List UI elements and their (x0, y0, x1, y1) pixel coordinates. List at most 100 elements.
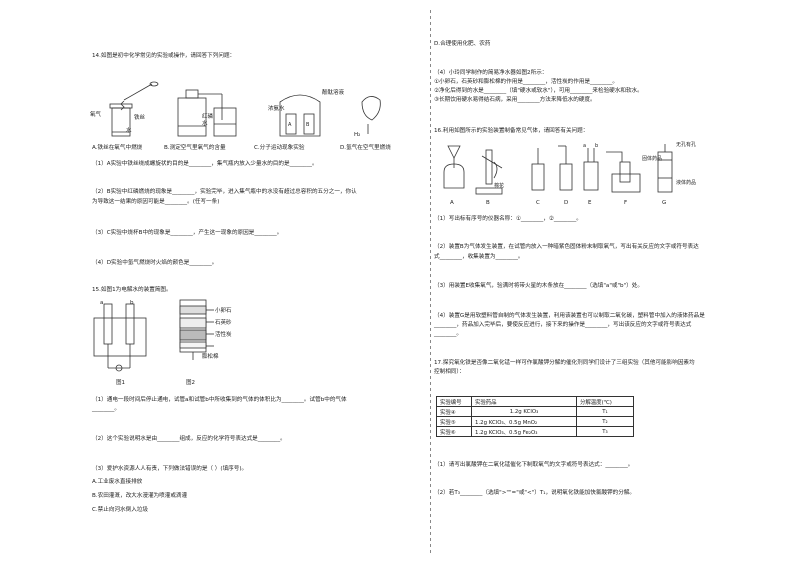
table-cell: 1.2g KClO₃、0.5g Fe₂O₃ (471, 426, 577, 437)
table-cell: T₃ (576, 426, 634, 437)
q4-line-2: ①小卵石，石英砂和膨松棉的作用是________，活性炭的作用是________… (434, 79, 619, 85)
q17-table: 实验编号 实验药品 分解温度(℃) 实验④ 1.2g KClO₃ T₁ 实验⑤ … (436, 396, 634, 437)
table-cell: 1.2g KClO₃ (471, 406, 577, 417)
label-fig2: 图2 (186, 378, 195, 386)
q4-line-3: ②净化后得到的水是________（填"硬水或软水"），可用________来检… (434, 88, 643, 94)
q17-title-2: 控制相同）： (434, 369, 465, 375)
apparatus-c (531, 148, 545, 191)
q15-line-4: （3）爱护水资源人人有责，下列做法错误的是（ ）(填序号)。 (92, 466, 248, 472)
label-cotton-16: 棉花 (494, 182, 504, 189)
label-iron-wire: 铁丝 (134, 113, 146, 121)
figure-water-filter (179, 299, 214, 360)
apparatus-e (583, 148, 599, 191)
q15-option-b: B.农田灌溉，改大水漫灌为喷灌或滴灌 (92, 493, 188, 499)
apparatus-a (443, 145, 465, 189)
q14-title: 14.如图是初中化学常见的实验或操作，请回答下列问题： (92, 53, 236, 59)
q14-line-5: （4）D实验中氢气燃烧时火焰的颜色是________。 (92, 260, 218, 266)
figure-electrolysis (93, 303, 147, 372)
q16-title: 16.利用如图所示的实验装置制备常见气体，请回答有关问题： (434, 128, 589, 134)
table-header-row: 实验编号 实验药品 分解温度(℃) (436, 396, 634, 407)
label-tube-b: b (130, 300, 134, 306)
figure-b-phosphorus (177, 89, 237, 137)
label-no-porous: 无孔有孔 (676, 141, 696, 148)
q15-option-c: C.禁止向河水倒入垃圾 (92, 507, 149, 513)
label-apparatus-e: E (588, 200, 592, 206)
q14-caption-d: D.氢气在空气里燃烧 (340, 145, 391, 151)
q16-line-1: （1）写出标有序号的仪器名称：①________，②________。 (434, 216, 582, 222)
q14-caption-b: B.测定空气里氧气的含量 (164, 145, 226, 151)
q17-line-2: （2）若T₃________（选填">""="或"<"）T₁，说明氧化铁能加快氯… (434, 490, 636, 496)
label-carbon: 活性炭 (215, 330, 232, 338)
label-phenol: 酚酞溶液 (322, 88, 345, 96)
label-beaker-a: A (288, 122, 292, 128)
label-pebble: 小卵石 (215, 306, 232, 314)
q14-line-1: （1）A实验中铁丝绕成螺旋状的目的是________，集气瓶内放入少量水的目的是… (92, 161, 318, 167)
label-conc-ammonia: 浓氨水 (268, 104, 285, 112)
q17-line-1: （1）请写出氯酸钾在二氧化锰催化下制取氧气的文字或符号表达式：________。 (434, 462, 634, 468)
table-header: 实验药品 (471, 396, 577, 407)
q14-line-4: （3）C实验中烧杯B中的现象是________，产生这一现象的原因是______… (92, 230, 283, 236)
q15-figures: a b 小卵石 石英砂 活性炭 膨松棉 图1 图2 (93, 299, 232, 386)
apparatus-d (558, 145, 573, 191)
label-apparatus-d: D (564, 200, 568, 206)
q15-line-3: （2）这个实验说明水是由________组成，反应的化学符号表达式是______… (92, 436, 286, 442)
q16-line-4: （3）用装置E收集氧气，验满时将带火星的木条放在________（选填"a"或"… (434, 283, 643, 289)
q16-line-5: （4）装置G是用软塑料管自制的气体发生装置，利用该装置也可以制取二氧化碳，塑料管… (434, 313, 705, 319)
table-cell: 实验⑤ (436, 416, 472, 427)
label-water-a: 水 (126, 126, 132, 134)
q15-line-2: ________。 (92, 406, 120, 412)
q16-apparatus: 棉花 a b 固体药品 无孔有孔 液体药品 A B C D E F G (443, 141, 696, 206)
table-cell: 1.2g KClO₃、0.5g MnO₂ (471, 416, 577, 427)
figure-c-molecular-motion (279, 94, 321, 137)
label-red-phosphorus: 红磷 (202, 112, 214, 120)
label-fig1: 图1 (116, 378, 125, 386)
table-row: 实验⑥ 1.2g KClO₃、0.5g Fe₂O₃ T₃ (436, 426, 634, 437)
label-apparatus-c: C (536, 200, 540, 206)
label-tube-a: a (100, 300, 103, 306)
apparatus-f (606, 151, 641, 193)
q14-figures: 氧气 铁丝 水 红磷 水 浓氨水 A B 酚酞溶液 H₂ (90, 81, 381, 138)
q14-line-3: 为导致这一结果的原因可能是________。(任写一条) (92, 199, 220, 205)
label-water-b: 水 (202, 119, 208, 127)
table-cell: T₂ (576, 416, 634, 427)
table-header: 实验编号 (436, 396, 472, 407)
label-apparatus-b: B (486, 200, 490, 206)
q14-caption-a: A.铁丝在氧气中燃烧 (92, 145, 143, 151)
q16-line-6: ________，药品加入完毕后，要使反应进行，接下来的操作是________，… (434, 322, 692, 328)
label-port-b: b (595, 143, 598, 149)
label-apparatus-g: G (662, 200, 666, 206)
label-oxygen: 氧气 (90, 110, 102, 118)
label-liquid: 液体药品 (676, 179, 696, 186)
q4-line-1: （4）小玲同学制作的简易净水器如图2所示： (434, 70, 548, 76)
label-sand: 石英砂 (215, 318, 232, 326)
right-column: D.合理使用化肥、农药 （4）小玲同学制作的简易净水器如图2所示： ①小卵石，石… (432, 0, 794, 562)
table-row: 实验⑤ 1.2g KClO₃、0.5g MnO₂ T₂ (436, 416, 634, 427)
q16-line-2: （2）装置B为气体发生装置，在试管内放入一种暗紫色固体粉末制取氧气，写出有关反应… (434, 244, 699, 250)
label-solid: 固体药品 (642, 155, 662, 162)
label-h2: H₂ (354, 132, 360, 138)
table-row: 实验④ 1.2g KClO₃ T₁ (436, 406, 634, 417)
column-divider (430, 10, 431, 555)
label-cotton: 膨松棉 (202, 352, 219, 360)
label-apparatus-a: A (450, 200, 454, 206)
label-apparatus-f: F (624, 200, 627, 206)
q17-title: 17.探究氧化铁是否像二氧化锰一样可作氯酸钾分解的催化剂同学们设计了三组实验（其… (434, 360, 695, 366)
q15-title: 15.如图1为电解水的装置简图。 (92, 287, 172, 293)
q16-line-7: ________。 (434, 331, 462, 337)
q15-line-1: （1）通电一段时间后停止通电，试管a和试管b中所收集到的气体的体积比为_____… (92, 397, 347, 403)
left-column: 14.如图是初中化学常见的实验或操作，请回答下列问题： 氧气 铁丝 水 红磷 水 (90, 53, 391, 513)
figure-a-iron-wire (109, 81, 159, 137)
q14-line-2: （2）B实验中红磷燃烧的现象是________，实验完毕，进入集气瓶中的水没有超… (92, 189, 357, 195)
table-cell: 实验④ (436, 406, 472, 417)
q16-line-3: 式________，收集装置为________。 (434, 254, 524, 260)
q4-line-4: ③长期饮用硬水易得结石病，采用________方法来降低水的硬度。 (434, 97, 596, 103)
q14-caption-c: C.分子运动现象实验 (254, 145, 305, 151)
q15-option-a: A.工业废水直接排放 (92, 479, 143, 485)
label-beaker-b: B (306, 122, 310, 128)
apparatus-g (657, 144, 673, 193)
option-d: D.合理使用化肥、农药 (434, 41, 491, 47)
apparatus-b (475, 149, 503, 195)
table-cell: 实验⑥ (436, 426, 472, 437)
table-header: 分解温度(℃) (576, 396, 634, 407)
table-cell: T₁ (576, 406, 634, 417)
